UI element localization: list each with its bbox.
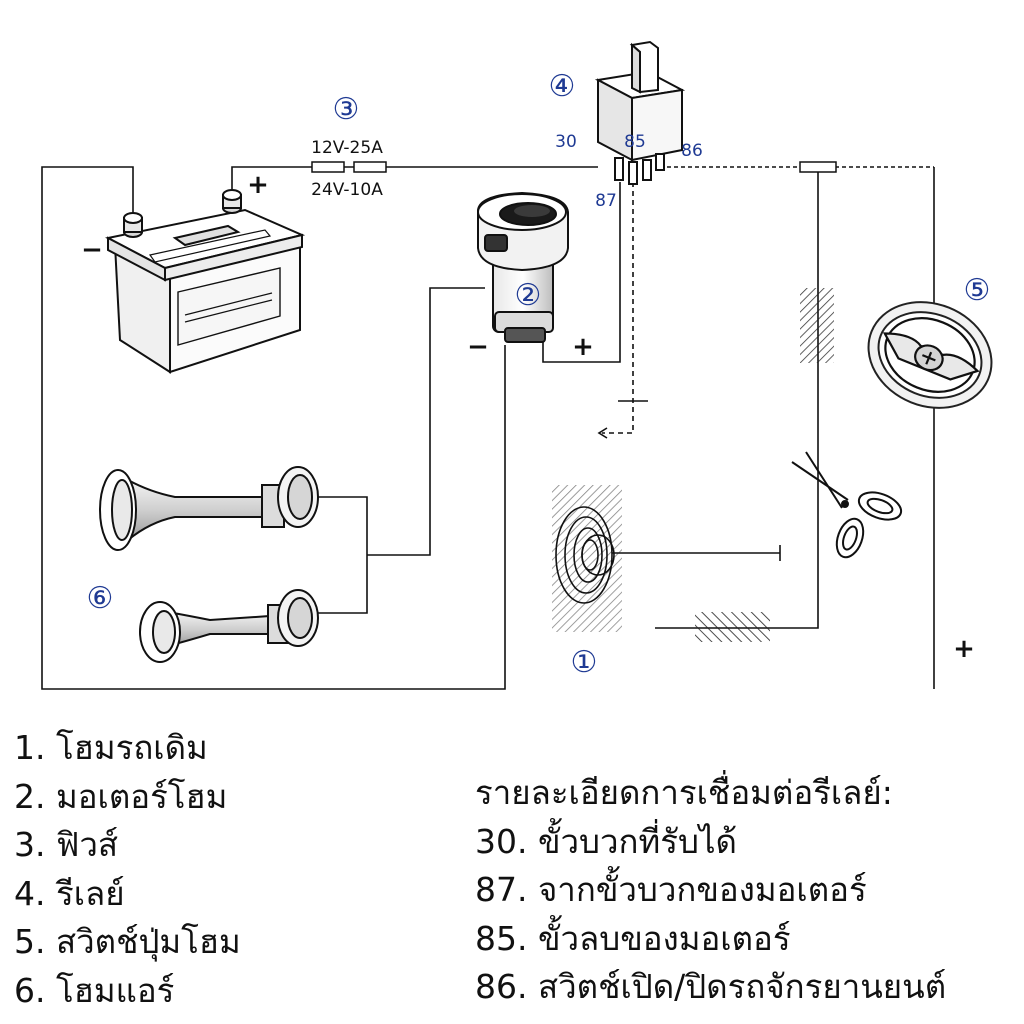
relay-pin-87: 87 (595, 191, 617, 211)
original-horn-icon (552, 485, 622, 632)
right-positive-sign: + (953, 634, 975, 664)
wire-hatch-bottom (695, 612, 770, 642)
battery-positive-sign: + (247, 170, 269, 200)
wiring-diagram: ③ ④ ⑤ ② ⑥ ① 12V-25A 24V-10A 30 85 86 87 … (41, 40, 993, 690)
callout-relay: ④ (549, 69, 576, 104)
relay-details-heading: รายละเอียดการเชื่อมต่อรีเลย์: (475, 773, 893, 812)
fuse-rating-2: 24V-10A (311, 180, 383, 200)
battery-icon (105, 189, 306, 374)
component-legend: 1. โฮมรถเดิม 2. มอเตอร์โฮม 3. ฟิวส์ 4. ร… (14, 724, 241, 1015)
legend-item: 2. มอเตอร์โฮม (14, 776, 228, 816)
wire-air-horns (318, 496, 368, 614)
callout-air-horn: ⑥ (87, 581, 114, 616)
relay-detail-item: 86. สวิตช์เปิด/ปิดรถจักรยานยนต์ (475, 967, 947, 1006)
relay-pin-30: 30 (555, 132, 577, 152)
relay-detail-item: 87. จากขั้วบวกของมอเตอร์ (475, 870, 867, 909)
relay-details: รายละเอียดการเชื่อมต่อรีเลย์: 30. ขั้วบว… (475, 769, 946, 1012)
legend-item: 1. โฮมรถเดิม (14, 728, 208, 767)
fuse-connector-icon (799, 161, 837, 173)
wire-battery-positive (231, 166, 312, 200)
callout-fuse: ③ (333, 92, 360, 127)
wire-motor-positive (542, 182, 621, 363)
callout-horn: ① (571, 645, 598, 680)
legend-item: 6. โฮมแอร์ (14, 970, 175, 1010)
fuse-rating-1: 12V-25A (311, 138, 383, 158)
callout-switch: ⑤ (964, 273, 991, 308)
wire-hatch-top (800, 288, 834, 363)
relay-pin-86: 86 (681, 141, 703, 161)
relay-pin-85: 85 (624, 132, 646, 152)
relay-detail-item: 30. ขั้วบวกที่รับได้ (475, 821, 737, 861)
legend-item: 5. สวิตช์ปุ่มโฮม (14, 922, 241, 961)
horn-motor-icon (477, 191, 569, 343)
legend-item: 3. ฟิวส์ (14, 825, 119, 864)
relay-icon (594, 40, 686, 185)
wire-battery-negative (41, 166, 506, 690)
air-horn-bottom-icon (139, 589, 319, 663)
battery-negative-sign: − (81, 235, 103, 265)
legend-item: 4. รีเลย์ (14, 873, 125, 913)
steering-wheel-icon (867, 301, 993, 409)
relay-detail-item: 85. ขั้วลบของมอเตอร์ (475, 918, 791, 958)
fuse-icon (311, 161, 387, 173)
callout-motor: ② (515, 278, 542, 313)
wire-relay-dashed (602, 182, 634, 434)
motor-positive-sign: + (572, 332, 594, 362)
scissors-icon (791, 451, 903, 559)
motor-negative-sign: − (467, 332, 489, 362)
air-horn-top-icon (99, 466, 319, 551)
